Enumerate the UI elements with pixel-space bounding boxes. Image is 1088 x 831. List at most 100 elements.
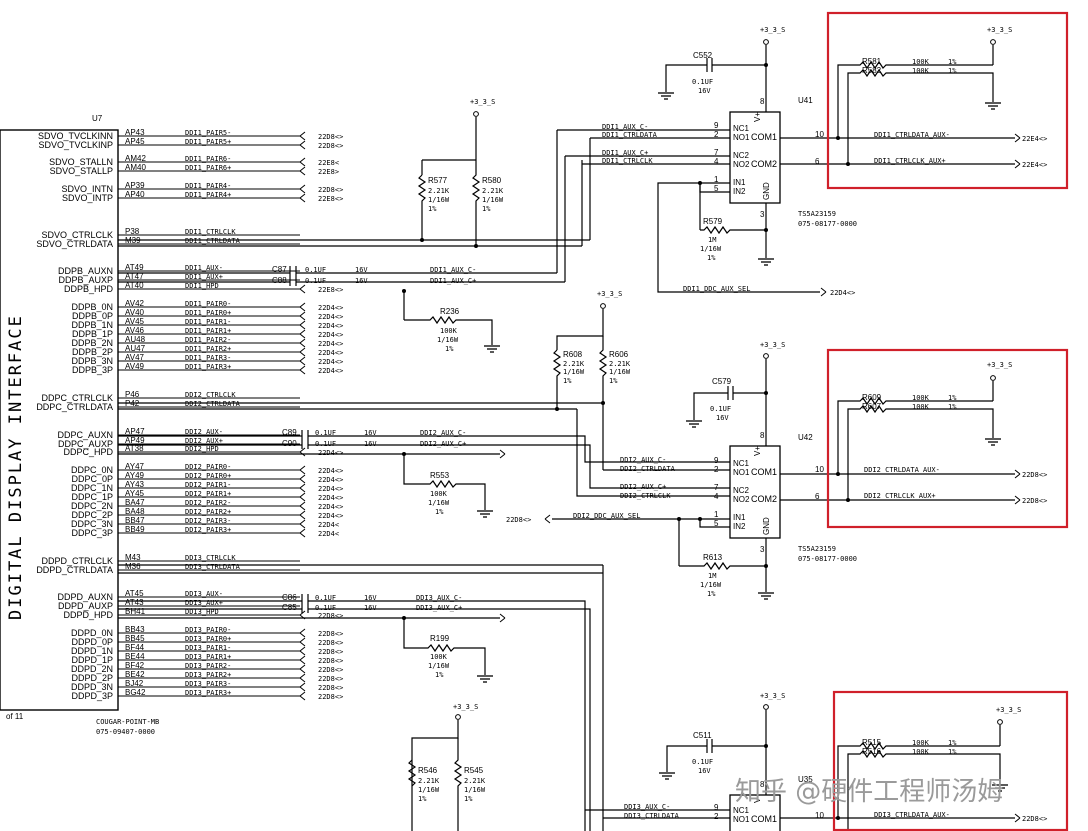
r577-v1: 2.21K	[428, 187, 450, 195]
pwr-label-u41: +3_3_S	[760, 26, 785, 34]
pin-net: DDI3_PAIR0+	[185, 635, 231, 643]
r613-v3: 1%	[707, 590, 716, 598]
r516-ref: R516	[862, 747, 882, 756]
pin-net: DDI1_PAIR1+	[185, 327, 231, 335]
pin-name: DDPB_2P	[72, 347, 113, 357]
u42-pin2: 2	[714, 465, 719, 474]
pin-net: DDI2_PAIR2+	[185, 508, 231, 516]
pin-ball: BE42	[125, 670, 145, 679]
pin-name: DDPD_0P	[71, 637, 113, 647]
pin-ref: 22D8<>	[318, 675, 343, 683]
pin-ball: AT38	[125, 444, 144, 453]
r516-v1: 100K	[912, 748, 930, 756]
pin-ball: BB47	[125, 516, 145, 525]
r199-v1: 100K	[430, 653, 448, 661]
pin-ball: BF42	[125, 661, 145, 670]
pin-net: DDI1_PAIR5+	[185, 138, 231, 146]
u42-pin3: 3	[760, 545, 765, 554]
pin-name: DDPB_0N	[71, 302, 113, 312]
c86-value: 0.1UF	[315, 594, 336, 602]
pin-ball: AM42	[125, 154, 146, 163]
pin-ball: BG42	[125, 688, 146, 697]
pin-ball: AP49	[125, 436, 145, 445]
offpage-connector	[299, 320, 306, 330]
pin-net: DDI3_PAIR2+	[185, 671, 231, 679]
u41-part: TS5A23159	[798, 210, 836, 218]
pin-ball: AM40	[125, 163, 146, 172]
pin-ref: 22D4<>	[318, 449, 343, 457]
r199-v3: 1%	[435, 671, 444, 679]
u41-pin2: 2	[714, 130, 719, 139]
switch-u42: U42 V+ NC1 NO1 NC2 NO2 IN1 IN2 COM1 COM2…	[506, 341, 1047, 600]
r515-v1: 100K	[912, 739, 930, 747]
pin-name: DDPB_0P	[72, 311, 113, 321]
offpage-connector	[299, 302, 306, 312]
r579-v3: 1%	[707, 254, 716, 262]
offpage-connector	[299, 646, 306, 656]
pin-name: DDPD_HPD	[63, 610, 113, 620]
u7-pn: 075-09407-0000	[96, 728, 155, 736]
offpage-connector	[299, 673, 306, 683]
pin-name: DDPC_2P	[71, 510, 113, 520]
pin-ball: AP43	[125, 128, 145, 137]
r199-ref: R199	[430, 634, 450, 643]
pin-net: DDI1_CTRLCLK	[185, 228, 236, 236]
offpage-connector	[299, 501, 306, 511]
u42-nc1: NC1	[733, 459, 750, 468]
pin-ref: 22D8<>	[318, 693, 343, 701]
pin-name: DDPC_AUXP	[58, 439, 113, 449]
pin-ref: 22D4<>	[318, 340, 343, 348]
r606-v3: 1%	[609, 377, 618, 385]
pin-name: DDPB_AUXN	[58, 266, 113, 276]
r553-ref: R553	[430, 471, 450, 480]
c579-ref: C579	[712, 377, 732, 386]
pin-ball: AP47	[125, 427, 145, 436]
pin-net: DDI2_PAIR3-	[185, 517, 231, 525]
r515-v3: 1%	[948, 739, 957, 747]
pin-ref: 22D4<>	[318, 358, 343, 366]
offpage-connector	[299, 519, 306, 529]
offpage-connector	[299, 483, 306, 493]
offpage-connector	[299, 166, 306, 176]
pin-name: DDPB_2N	[71, 338, 113, 348]
pin-net: DDI3_CTRLCLK	[185, 554, 236, 562]
offpage-connector	[299, 193, 306, 203]
pin-ref: 22D4<>	[318, 331, 343, 339]
pin-ball: AV47	[125, 353, 145, 362]
watermark: 知乎 @硬件工程师汤姆	[735, 777, 1003, 807]
u41-pin7: 7	[714, 148, 719, 157]
pin-net: DDI1_AUX+	[185, 273, 223, 281]
pin-net: DDI1_CTRLDATA	[185, 237, 241, 245]
r613-ref: R613	[703, 553, 723, 562]
pin-ball: BB45	[125, 634, 145, 643]
r607-ref: R607	[862, 402, 882, 411]
offpage-connector	[299, 311, 306, 321]
u41-pin1: 1	[714, 175, 719, 184]
u42-pin7: 7	[714, 483, 719, 492]
u42-ddc-ref: 22D8<>	[506, 516, 531, 524]
offpage-connector	[299, 528, 306, 538]
pin-name: DDPD_0N	[71, 628, 113, 638]
r545-ref: R545	[464, 766, 484, 775]
u42-pin9: 9	[714, 456, 719, 465]
pin-ref: 22D4<>	[318, 313, 343, 321]
pin-ball: AY43	[125, 480, 145, 489]
net-ddi2-aux-c-plus: DDI2_AUX_C+	[420, 440, 466, 448]
pin-net: DDI2_AUX-	[185, 428, 223, 436]
pwr-label-r606: +3_3_S	[597, 290, 622, 298]
pin-ref: 22E8<	[318, 159, 339, 167]
offpage-connector	[299, 184, 306, 194]
pin-name: DDPD_CTRLCLK	[41, 556, 113, 566]
pin-ref: 22D4<>	[318, 512, 343, 520]
pin-ball: AP40	[125, 190, 145, 199]
pin-name: DDPD_AUXP	[58, 601, 113, 611]
